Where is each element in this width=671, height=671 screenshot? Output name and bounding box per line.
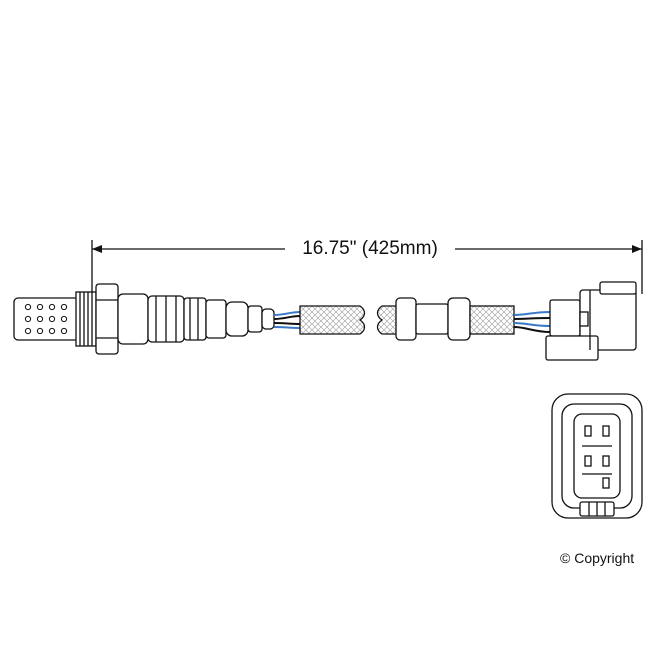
wire-sleeve-right: [376, 305, 399, 335]
sensor-tip: [13, 297, 81, 341]
sensor-vent-holes: [24, 303, 68, 335]
copyright-notice: © Copyright: [560, 550, 635, 566]
sensor-wires-right: [513, 311, 551, 333]
sensor-wires-left: [273, 311, 301, 329]
sensor-hex-nut: [95, 283, 119, 355]
wire-sleeve-left: [299, 305, 366, 335]
sensor-body: [117, 293, 275, 345]
dimension-label: 16.75" (425mm): [285, 236, 455, 262]
connector-face-icon: [551, 393, 643, 519]
harness-grommet: [395, 297, 515, 341]
connector-side-view: [545, 281, 637, 361]
sensor-thread: [75, 291, 97, 347]
